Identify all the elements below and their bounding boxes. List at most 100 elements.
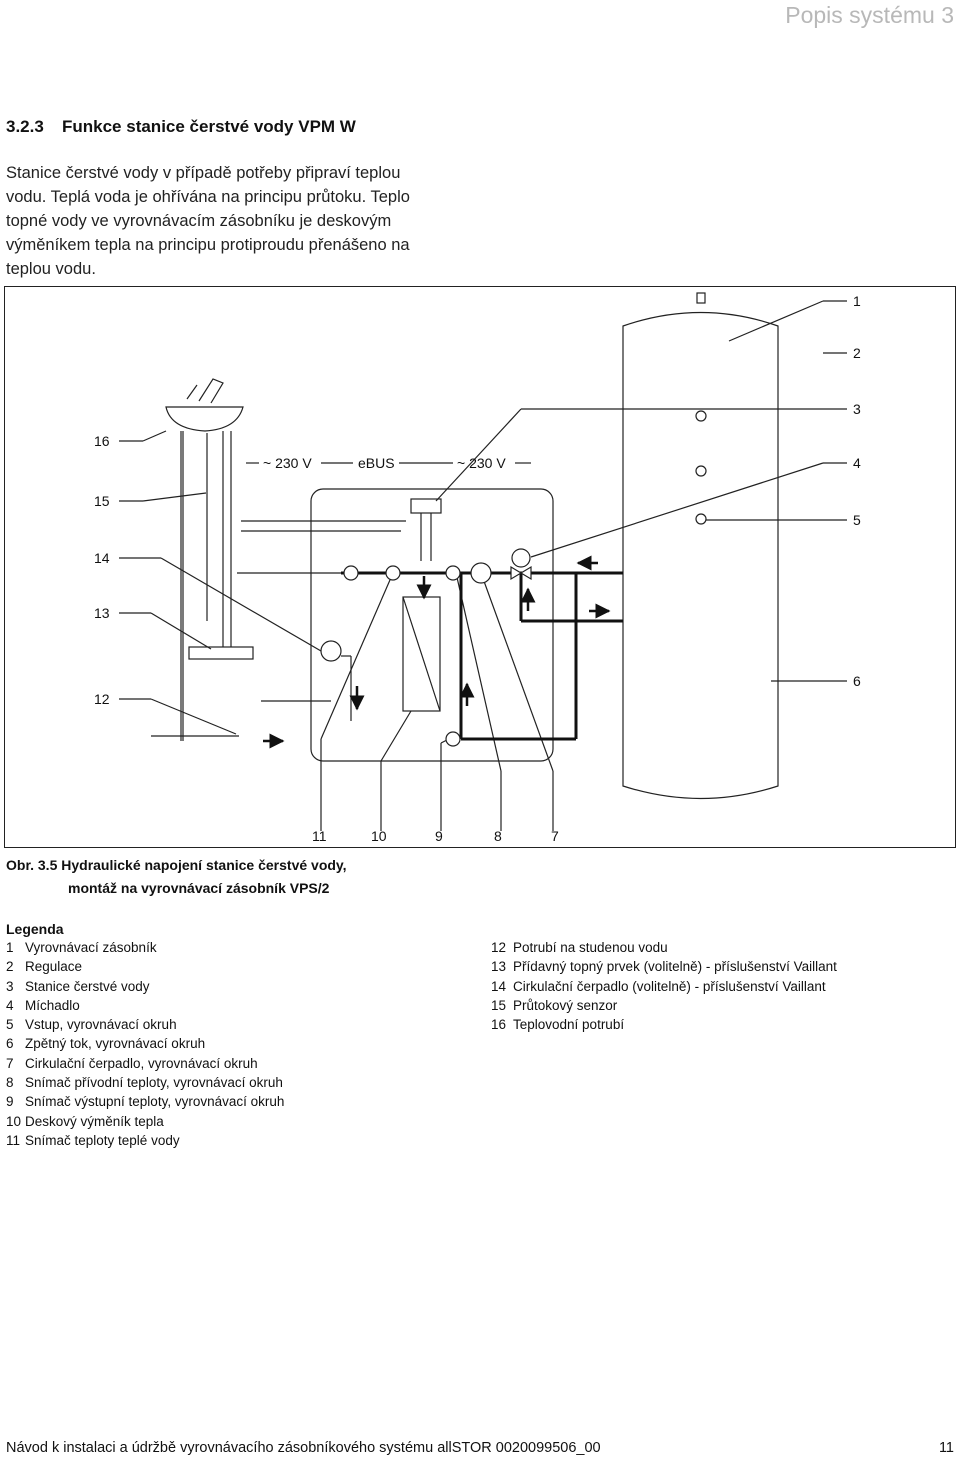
legend-number: 4 [6, 997, 14, 1013]
tank-sensor-port [695, 465, 707, 477]
legend-text: Teplovodní potrubí [513, 1017, 625, 1033]
legend-item: 16 Teplovodní potrubí [491, 1015, 837, 1034]
hydraulic-diagram: 1 2 3 4 5 6 16 15 14 13 12 11 10 9 8 7 ~… [4, 286, 956, 848]
legend-number: 2 [6, 959, 14, 975]
diagram-svg: 1 2 3 4 5 6 16 15 14 13 12 11 10 9 8 7 ~… [94, 292, 861, 844]
legend-text: Vstup, vyrovnávací okruh [25, 1017, 177, 1033]
legend-text: Stanice čerstvé vody [25, 978, 150, 994]
legend-number: 1 [6, 940, 14, 955]
heating-element [188, 646, 254, 660]
intro-line: vodu. Teplá voda je ohřívána na principu… [6, 188, 410, 206]
label-9: 9 [435, 828, 443, 844]
legend-text: Zpětný tok, vyrovnávací okruh [25, 1036, 206, 1052]
legend-text: Potrubí na studenou vodu [513, 940, 668, 955]
label-5: 5 [853, 512, 861, 528]
label-8: 8 [494, 828, 502, 844]
label-4: 4 [853, 455, 861, 471]
intro-line: topné vody ve vyrovnávacím zásobníku je … [6, 212, 392, 230]
tank-sensor-port [695, 513, 707, 525]
circulation-pump-buffer [470, 562, 492, 584]
legend-text: Snímač přívodní teploty, vyrovnávací okr… [25, 1075, 283, 1091]
footer-text: Návod k instalaci a údržbě vyrovnávacího… [6, 1440, 601, 1456]
legend-item: 12 Potrubí na studenou vodu [491, 938, 837, 957]
label-12: 12 [94, 691, 110, 707]
legend-number: 11 [6, 1132, 21, 1148]
label-230v-left: ~ 230 V [263, 455, 312, 471]
supply-temp-sensor [445, 565, 461, 581]
legend-text: Snímač výstupní teploty, vyrovnávací okr… [25, 1094, 285, 1110]
mixer-valve [511, 548, 531, 568]
caption-line: Obr. 3.5 Hydraulické napojení stanice če… [6, 857, 347, 873]
buffer-tank [622, 311, 779, 800]
circulation-pump-optional [320, 640, 342, 662]
legend-item: 13 Přídavný topný prvek (volitelně) - pří… [491, 957, 837, 976]
legend-number: 3 [6, 978, 14, 994]
label-3: 3 [853, 401, 861, 417]
legend-list-right: 12 Potrubí na studenou vodu 13 Přídavný to… [491, 938, 837, 1034]
legend-text: Průtokový senzor [513, 997, 618, 1013]
tank-top-fitting [696, 292, 706, 304]
chapter-header: Popis systému 3 [785, 2, 954, 28]
label-ebus: eBUS [358, 455, 395, 471]
legend-item: 15 Průtokový senzor [491, 996, 837, 1015]
flow-sensor [385, 565, 401, 581]
label-11: 11 [312, 828, 327, 844]
legend-title: Legenda [6, 921, 64, 937]
legend-text: Přídavný topný prvek (volitelně) - přísl… [513, 959, 837, 975]
label-7: 7 [551, 828, 559, 844]
legend-item: 2 Regulace [6, 957, 284, 976]
legend-text: Cirkulační čerpadlo (volitelně) - příslu… [513, 978, 826, 994]
dhw-temp-sensor [343, 565, 359, 581]
legend-text: Deskový výměník tepla [25, 1113, 164, 1129]
intro-paragraph: Stanice čerstvé vody v případě potřeby p… [6, 161, 476, 281]
page-number: 11 [938, 1440, 954, 1456]
tank-sensor-port [695, 410, 707, 422]
label-16: 16 [94, 433, 110, 449]
legend-number: 14 [491, 978, 507, 994]
legend-number: 15 [491, 997, 507, 1013]
label-1: 1 [853, 293, 861, 309]
legend-item: 6 Zpětný tok, vyrovnávací okruh [6, 1034, 284, 1053]
label-14: 14 [94, 550, 110, 566]
intro-line: výměníkem tepla na principu protiproudu … [6, 236, 410, 254]
legend-item: 3 Stanice čerstvé vody [6, 977, 284, 996]
legend-text: Cirkulační čerpadlo, vyrovnávací okruh [25, 1055, 258, 1071]
mixer-body [510, 565, 532, 581]
legend-item: 8 Snímač přívodní teploty, vyrovnávací ok… [6, 1073, 284, 1092]
label-6: 6 [853, 673, 861, 689]
label-230v-right: ~ 230 V [457, 455, 506, 471]
legend-text: Míchadlo [25, 997, 80, 1013]
intro-line: teplou vodu. [6, 260, 96, 278]
legend-number: 6 [6, 1036, 14, 1052]
legend-item: 14 Cirkulační čerpadlo (volitelně) - přís… [491, 977, 837, 996]
section-number: 3.2.3 [6, 117, 44, 136]
legend-number: 13 [491, 959, 507, 975]
legend-item: 5 Vstup, vyrovnávací okruh [6, 1015, 284, 1034]
controller [410, 498, 442, 514]
figure-caption: Obr. 3.5 Hydraulické napojení stanice če… [6, 854, 347, 900]
station-housing [310, 488, 554, 762]
caption-line: montáž na vyrovnávací zásobník VPS/2 [68, 880, 330, 896]
section-title: Funkce stanice čerstvé vody VPM W [62, 117, 356, 136]
legend-number: 10 [6, 1113, 22, 1129]
return-temp-sensor [445, 731, 461, 747]
legend-number: 12 [491, 940, 507, 955]
legend-text: Snímač teploty teplé vody [25, 1132, 180, 1148]
legend-number: 5 [6, 1017, 14, 1033]
intro-line: Stanice čerstvé vody v případě potřeby p… [6, 164, 401, 182]
legend-number: 8 [6, 1075, 14, 1091]
legend-item: 4 Míchadlo [6, 996, 284, 1015]
label-2: 2 [853, 345, 861, 361]
legend-text: Regulace [25, 959, 83, 975]
label-15: 15 [94, 493, 110, 509]
label-13: 13 [94, 605, 110, 621]
section-heading: 3.2.3 Funkce stanice čerstvé vody VPM W [6, 117, 356, 137]
label-10: 10 [371, 828, 387, 844]
wash-basin [165, 406, 244, 432]
legend-number: 16 [491, 1017, 507, 1033]
